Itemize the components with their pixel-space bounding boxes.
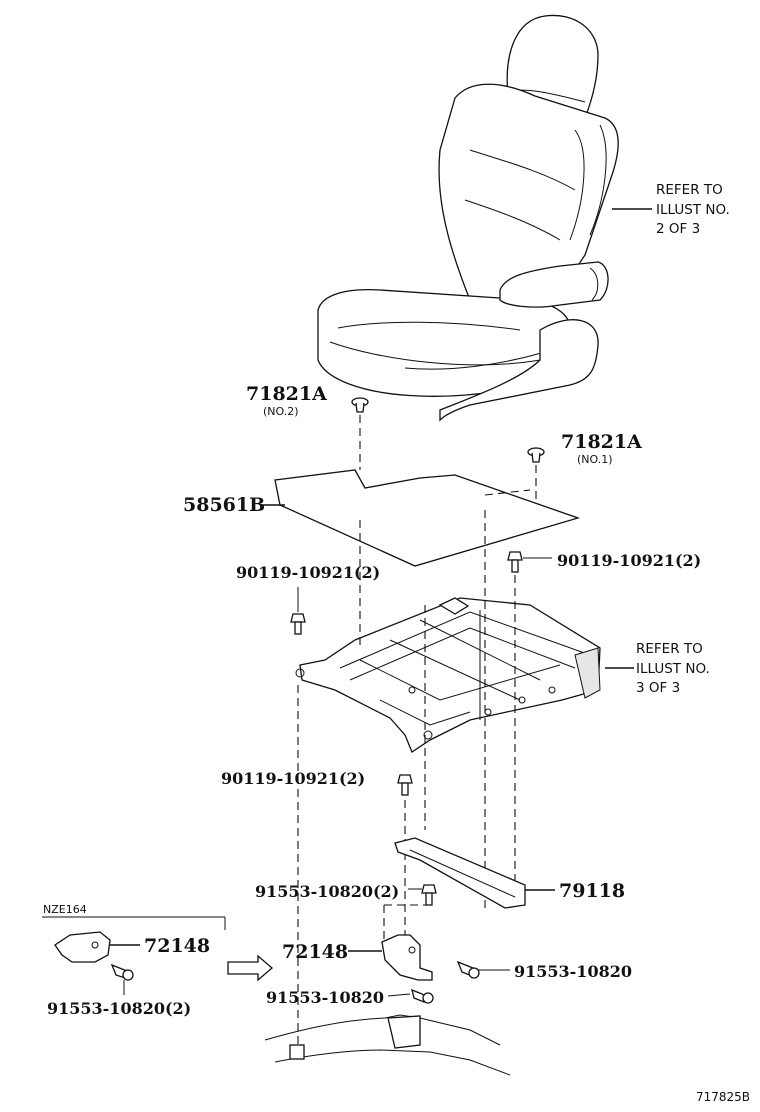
bolt-upper-right bbox=[507, 551, 523, 573]
screw-bracket-right bbox=[456, 960, 480, 979]
clip-left-note: (NO.2) bbox=[263, 405, 299, 418]
arrow-right-icon bbox=[227, 954, 273, 982]
clip-no1 bbox=[527, 447, 545, 463]
seat-ref-line-2: ILLUST NO. bbox=[656, 202, 730, 218]
figure-id: 717825B bbox=[696, 1090, 750, 1104]
variant-bracket bbox=[54, 931, 111, 963]
variant-screw-label: 91553-10820(2) bbox=[47, 999, 191, 1018]
seat-adjuster-frame bbox=[295, 597, 601, 753]
variant-bracket-label: 72148 bbox=[144, 935, 210, 957]
screw-bracket-top-label: 91553-10820(2) bbox=[255, 882, 399, 901]
frame-ref-line-3: 3 OF 3 bbox=[636, 680, 680, 696]
bracket-72148 bbox=[381, 934, 433, 981]
clip-right-label: 71821A bbox=[561, 431, 642, 453]
bracket-label: 72148 bbox=[282, 941, 348, 963]
clip-no2 bbox=[351, 397, 369, 413]
frame-ref-line-2: ILLUST NO. bbox=[636, 661, 710, 677]
screw-bracket-right-label: 91553-10820 bbox=[514, 962, 632, 981]
screw-bracket-top bbox=[421, 884, 437, 906]
seat-assembly bbox=[317, 14, 619, 422]
mat-label: 58561B bbox=[183, 494, 265, 516]
seat-mat bbox=[274, 469, 581, 567]
screw-bracket-bottom bbox=[411, 988, 434, 1004]
bar-79118 bbox=[394, 837, 526, 909]
clip-left-label: 71821A bbox=[246, 383, 327, 405]
floor-section bbox=[264, 1014, 511, 1076]
bolt-upper-left-label: 90119-10921(2) bbox=[236, 563, 380, 582]
screw-bracket-bottom-label: 91553-10820 bbox=[266, 988, 384, 1007]
variant-screw bbox=[110, 963, 134, 981]
bolt-middle bbox=[397, 774, 413, 796]
variant-label: NZE164 bbox=[43, 903, 87, 916]
bolt-upper-left bbox=[290, 613, 306, 635]
frame-ref-line-1: REFER TO bbox=[636, 641, 703, 657]
seat-ref-line-1: REFER TO bbox=[656, 182, 723, 198]
bar-label: 79118 bbox=[559, 880, 625, 902]
clip-right-note: (NO.1) bbox=[577, 453, 613, 466]
bolt-upper-right-label: 90119-10921(2) bbox=[557, 551, 701, 570]
bolt-middle-label: 90119-10921(2) bbox=[221, 769, 365, 788]
seat-ref-line-3: 2 OF 3 bbox=[656, 221, 700, 237]
